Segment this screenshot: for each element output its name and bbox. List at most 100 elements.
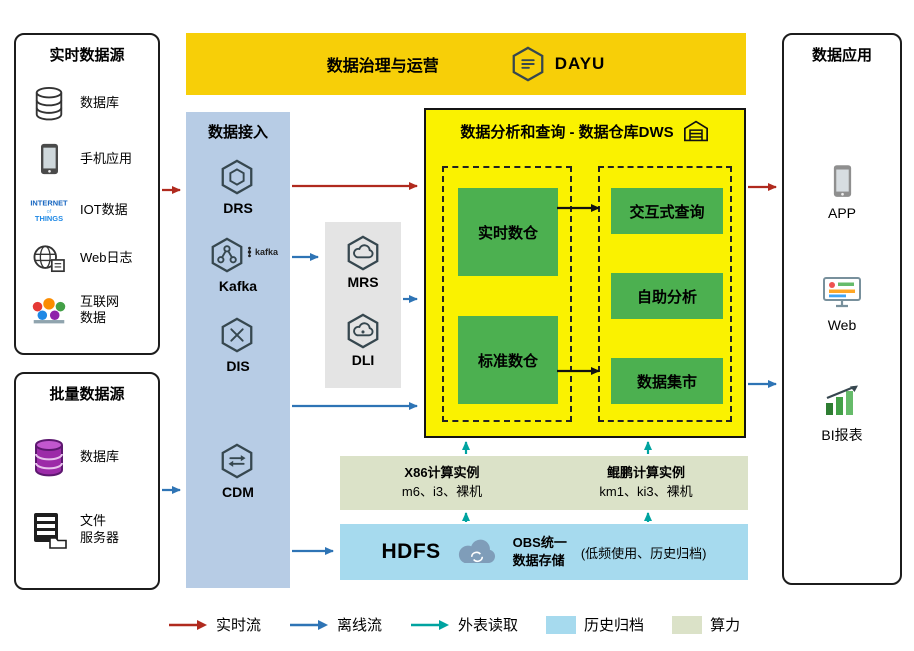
source-item-weblog: Web日志 bbox=[16, 244, 158, 274]
warehouse-icon bbox=[683, 120, 708, 142]
mrs-icon bbox=[344, 234, 382, 272]
source-item-internet: 互联网 数据 bbox=[16, 294, 158, 328]
governance-bar: 数据治理与运营 DAYU bbox=[186, 33, 746, 95]
mrs-label: MRS bbox=[347, 274, 379, 290]
batch-sources-title: 批量数据源 bbox=[49, 386, 125, 403]
legend-compute-power: 算力 bbox=[672, 614, 740, 635]
legend-label: 外表读取 bbox=[458, 617, 519, 634]
realtime-sources-title: 实时数据源 bbox=[49, 47, 125, 64]
kunpeng-title: 鲲鹏计算实例 bbox=[606, 465, 685, 481]
module-realtime-warehouse: 实时数仓 bbox=[458, 188, 558, 276]
hdfs-label: HDFS bbox=[381, 540, 441, 563]
legend-label: 离线流 bbox=[337, 617, 383, 634]
module-label: 自助分析 bbox=[636, 288, 697, 306]
batch-sources-list: 数据库 文件 服务器 bbox=[16, 404, 158, 582]
web-icon bbox=[784, 275, 900, 309]
source-label: 手机应用 bbox=[80, 150, 133, 166]
dws-panel: 数据分析和查询 - 数据仓库DWS 实时数仓 标准数仓 交互式查询 自助分析 数… bbox=[424, 108, 746, 438]
kunpeng-detail: km1、ki3、裸机 bbox=[599, 484, 693, 499]
legend-label: 历史归档 bbox=[584, 617, 645, 634]
realtime-flow-arrow-icon bbox=[169, 619, 207, 630]
compute-services-box: MRS DLI bbox=[325, 222, 401, 388]
module-standard-warehouse: 标准数仓 bbox=[458, 316, 558, 404]
application-group: 交互式查询 自助分析 数据集市 bbox=[598, 166, 732, 422]
iot-icon: INTERNET of THINGS bbox=[24, 196, 74, 224]
compute-power-swatch bbox=[672, 615, 703, 634]
batch-sources-panel: 批量数据源 数据库 文件 服务器 bbox=[14, 372, 160, 590]
dis-icon bbox=[218, 316, 256, 354]
kafka-wordmark: kafka bbox=[246, 246, 278, 258]
x86-title: X86计算实例 bbox=[404, 465, 480, 481]
cdm-icon bbox=[218, 442, 256, 480]
mobile-icon bbox=[24, 142, 74, 176]
dli-icon bbox=[344, 312, 382, 350]
dws-title: 数据分析和查询 - 数据仓库DWS bbox=[460, 123, 674, 141]
data-apps-title: 数据应用 bbox=[811, 47, 872, 64]
web-label: Web bbox=[827, 317, 857, 333]
drs-icon bbox=[218, 158, 256, 196]
governance-title: 数据治理与运营 bbox=[326, 58, 439, 75]
bi-icon bbox=[784, 383, 900, 417]
compute-instances-box: X86计算实例 m6、i3、裸机 鲲鹏计算实例 km1、ki3、裸机 bbox=[340, 456, 748, 510]
svg-text:THINGS: THINGS bbox=[35, 214, 63, 223]
module-self-service-analysis: 自助分析 bbox=[611, 273, 723, 319]
file-server-icon bbox=[24, 511, 74, 550]
obs-cloud-icon bbox=[458, 539, 495, 563]
svg-text:INTERNET: INTERNET bbox=[30, 198, 68, 207]
legend-label: 算力 bbox=[710, 617, 741, 634]
obs-note: (低频使用、历史归档) bbox=[580, 545, 707, 561]
kafka-logo-icon bbox=[247, 246, 252, 258]
bi-label: BI报表 bbox=[821, 427, 863, 443]
legend-external-read: 外表读取 bbox=[410, 614, 518, 635]
dayu-label: DAYU bbox=[554, 54, 606, 73]
module-label: 实时数仓 bbox=[477, 224, 538, 242]
kafka-icon bbox=[208, 236, 246, 274]
x86-instances: X86计算实例 m6、i3、裸机 bbox=[340, 464, 544, 502]
data-access-column: 数据接入 DRS kafka Kafka DIS CDM bbox=[186, 112, 290, 588]
drs-label: DRS bbox=[223, 200, 253, 216]
source-item-database-batch: 数据库 bbox=[16, 437, 158, 479]
dis-label: DIS bbox=[226, 358, 250, 374]
database-purple-icon bbox=[24, 437, 74, 479]
svg-text:of: of bbox=[47, 209, 52, 215]
external-read-arrow-icon bbox=[411, 619, 450, 630]
legend-offline-flow: 离线流 bbox=[289, 614, 382, 635]
weblog-icon bbox=[24, 244, 74, 274]
source-label: 文件 服务器 bbox=[80, 513, 120, 546]
x86-detail: m6、i3、裸机 bbox=[401, 484, 483, 499]
module-label: 交互式查询 bbox=[629, 203, 705, 221]
source-item-iot: INTERNET of THINGS IOT数据 bbox=[16, 196, 158, 224]
legend-label: 实时流 bbox=[216, 617, 262, 634]
app-label: APP bbox=[827, 205, 856, 221]
internet-data-icon bbox=[24, 296, 74, 325]
source-item-database: 数据库 bbox=[16, 85, 158, 123]
legend-history-archive: 历史归档 bbox=[546, 614, 644, 635]
storage-box: HDFS OBS统一 数据存储 (低频使用、历史归档) bbox=[340, 524, 748, 580]
realtime-sources-list: 数据库 手机应用 INTERNET of THINGS IOT数据 bbox=[16, 65, 158, 347]
offline-flow-arrow-icon bbox=[290, 619, 329, 630]
obs-label: OBS统一 数据存储 bbox=[512, 535, 567, 568]
app-icon bbox=[784, 163, 900, 200]
dayu-logo: DAYU bbox=[509, 45, 606, 83]
module-data-mart: 数据集市 bbox=[611, 358, 723, 404]
source-label: 互联网 数据 bbox=[80, 293, 120, 326]
dli-label: DLI bbox=[351, 352, 375, 368]
source-item-mobile: 手机应用 bbox=[16, 142, 158, 176]
source-label: IOT数据 bbox=[80, 201, 128, 217]
module-interactive-query: 交互式查询 bbox=[611, 188, 723, 234]
source-label: 数据库 bbox=[80, 95, 120, 111]
source-label: 数据库 bbox=[80, 449, 120, 465]
source-label: Web日志 bbox=[80, 250, 133, 266]
data-apps-panel: 数据应用 APP Web BI报表 bbox=[782, 33, 902, 585]
kafka-label: Kafka bbox=[218, 278, 258, 294]
kunpeng-instances: 鲲鹏计算实例 km1、ki3、裸机 bbox=[544, 464, 748, 502]
history-archive-swatch bbox=[546, 615, 577, 634]
realtime-sources-panel: 实时数据源 数据库 手机应用 INTERNET of THI bbox=[14, 33, 160, 355]
dws-title-row: 数据分析和查询 - 数据仓库DWS bbox=[426, 119, 744, 143]
dayu-icon bbox=[512, 46, 544, 82]
module-label: 标准数仓 bbox=[477, 352, 538, 370]
data-access-title: 数据接入 bbox=[207, 124, 268, 141]
source-item-file-server: 文件 服务器 bbox=[16, 511, 158, 550]
kafka-wordmark-text: kafka bbox=[255, 247, 279, 257]
